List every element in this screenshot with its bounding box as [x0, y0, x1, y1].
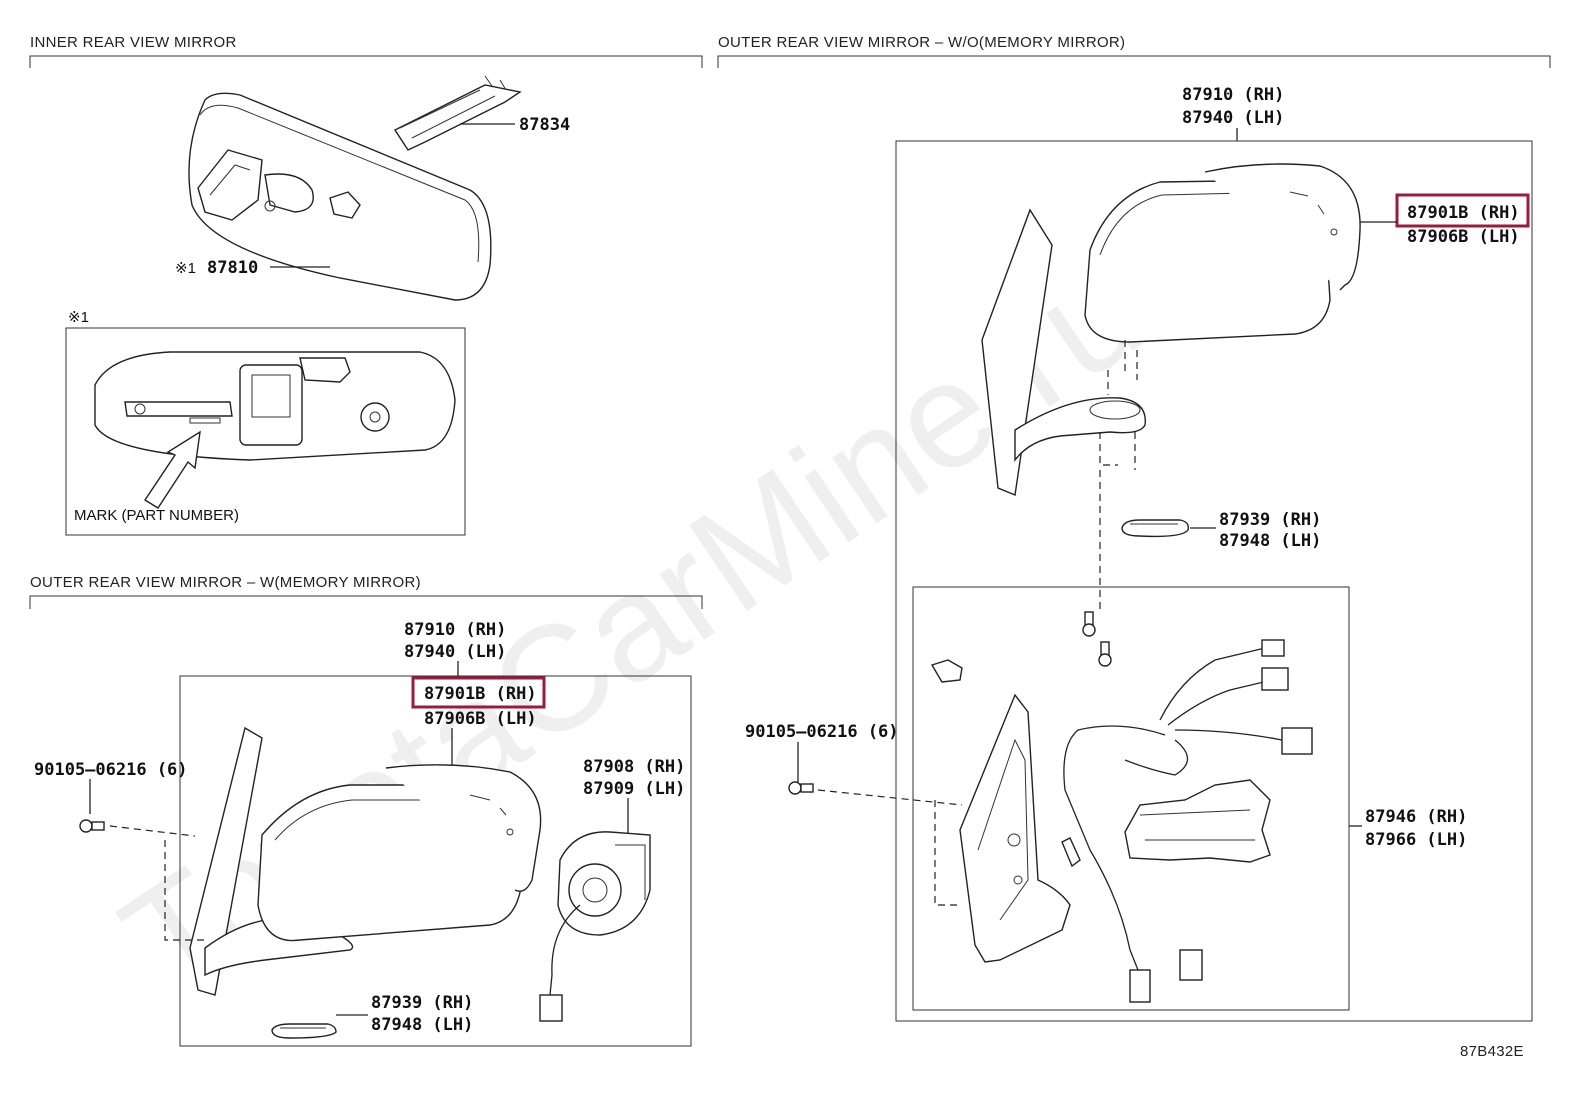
nm-harness-illustration [1063, 639, 1313, 1003]
detail-mark: ※1 [68, 309, 89, 326]
nm-label-87966: 87966 (LH) [1365, 830, 1467, 850]
nm-label-90105: 90105–06216 (6) [745, 722, 899, 742]
memory-label-87939: 87939 (RH) [371, 993, 473, 1013]
memory-label-87909: 87909 (LH) [583, 779, 685, 799]
label-87834: 87834 [519, 115, 570, 135]
nm-assembly-box [895, 140, 1533, 1022]
memory-lamp-illustration [271, 1023, 337, 1039]
label-87810: 87810 [207, 258, 258, 278]
nm-actuator-illustration [1124, 779, 1271, 981]
memory-label-87908: 87908 (RH) [583, 757, 685, 777]
memory-mirror-view: OUTER REAR VIEW MIRROR – W(MEMORY MIRROR… [29, 574, 703, 1047]
memory-motor-illustration [539, 831, 651, 1022]
memory-label-90105: 90105–06216 (6) [34, 760, 188, 780]
nm-label-87940: 87940 (LH) [1182, 108, 1284, 128]
memory-label-87906b: 87906B (LH) [424, 709, 537, 729]
nm-screw-icons [1082, 611, 1112, 667]
memory-assembly-box [179, 675, 692, 1047]
memory-mount-dash [164, 840, 205, 941]
inner-mirror-illustration [188, 92, 492, 301]
nm-label-87948: 87948 (LH) [1219, 531, 1321, 551]
nm-highlight-87901b [1395, 193, 1530, 228]
memory-label-87948: 87948 (LH) [371, 1015, 473, 1035]
memory-screw-icon [79, 819, 105, 833]
nm-lamp-illustration [1121, 519, 1190, 538]
nm-holder-plate-illustration [959, 693, 1081, 963]
inner-view-bracket-line [29, 55, 703, 68]
mark-arrow [144, 430, 201, 509]
nm-label-87910: 87910 (RH) [1182, 85, 1284, 105]
nm-label-87906b: 87906B (LH) [1407, 227, 1520, 247]
nm-mirror-illustration [981, 163, 1361, 496]
inner-mirror-view: INNER REAR VIEW MIRROR 87834 ※1 87810 ※1 [29, 34, 703, 536]
detail-box [65, 327, 466, 536]
memory-view-bracket-line [29, 595, 703, 609]
diagram-code: 87B432E [1460, 1043, 1524, 1060]
nm-screw-path [817, 789, 963, 806]
mirror-part-mark: ※1 [175, 260, 196, 277]
mount-bracket-illustration [393, 75, 522, 151]
inner-view-title: INNER REAR VIEW MIRROR [30, 34, 237, 51]
memory-label-87940: 87940 (LH) [404, 642, 506, 662]
nm-label-87901b: 87901B (RH) [1407, 203, 1520, 223]
nm-subassembly-box [912, 586, 1350, 1011]
memory-screw-path [109, 825, 196, 837]
detail-note: MARK (PART NUMBER) [74, 507, 239, 524]
no-memory-view-title: OUTER REAR VIEW MIRROR – W/O(MEMORY MIRR… [718, 34, 1125, 51]
memory-highlight-87901b [411, 676, 546, 709]
no-memory-mirror-view: OUTER REAR VIEW MIRROR – W/O(MEMORY MIRR… [717, 34, 1551, 1022]
memory-label-87901b: 87901B (RH) [424, 684, 537, 704]
memory-mirror-illustration [189, 726, 542, 996]
memory-label-87910: 87910 (RH) [404, 620, 506, 640]
no-memory-view-bracket-line [717, 55, 1551, 68]
nm-label-87946: 87946 (RH) [1365, 807, 1467, 827]
nm-holder-dash [934, 800, 960, 906]
detail-mirror-back [94, 351, 456, 461]
memory-view-title: OUTER REAR VIEW MIRROR – W(MEMORY MIRROR… [30, 574, 421, 591]
nm-screw-icon [788, 781, 814, 795]
nm-label-87939: 87939 (RH) [1219, 510, 1321, 530]
nm-clip-illustration [930, 659, 963, 683]
